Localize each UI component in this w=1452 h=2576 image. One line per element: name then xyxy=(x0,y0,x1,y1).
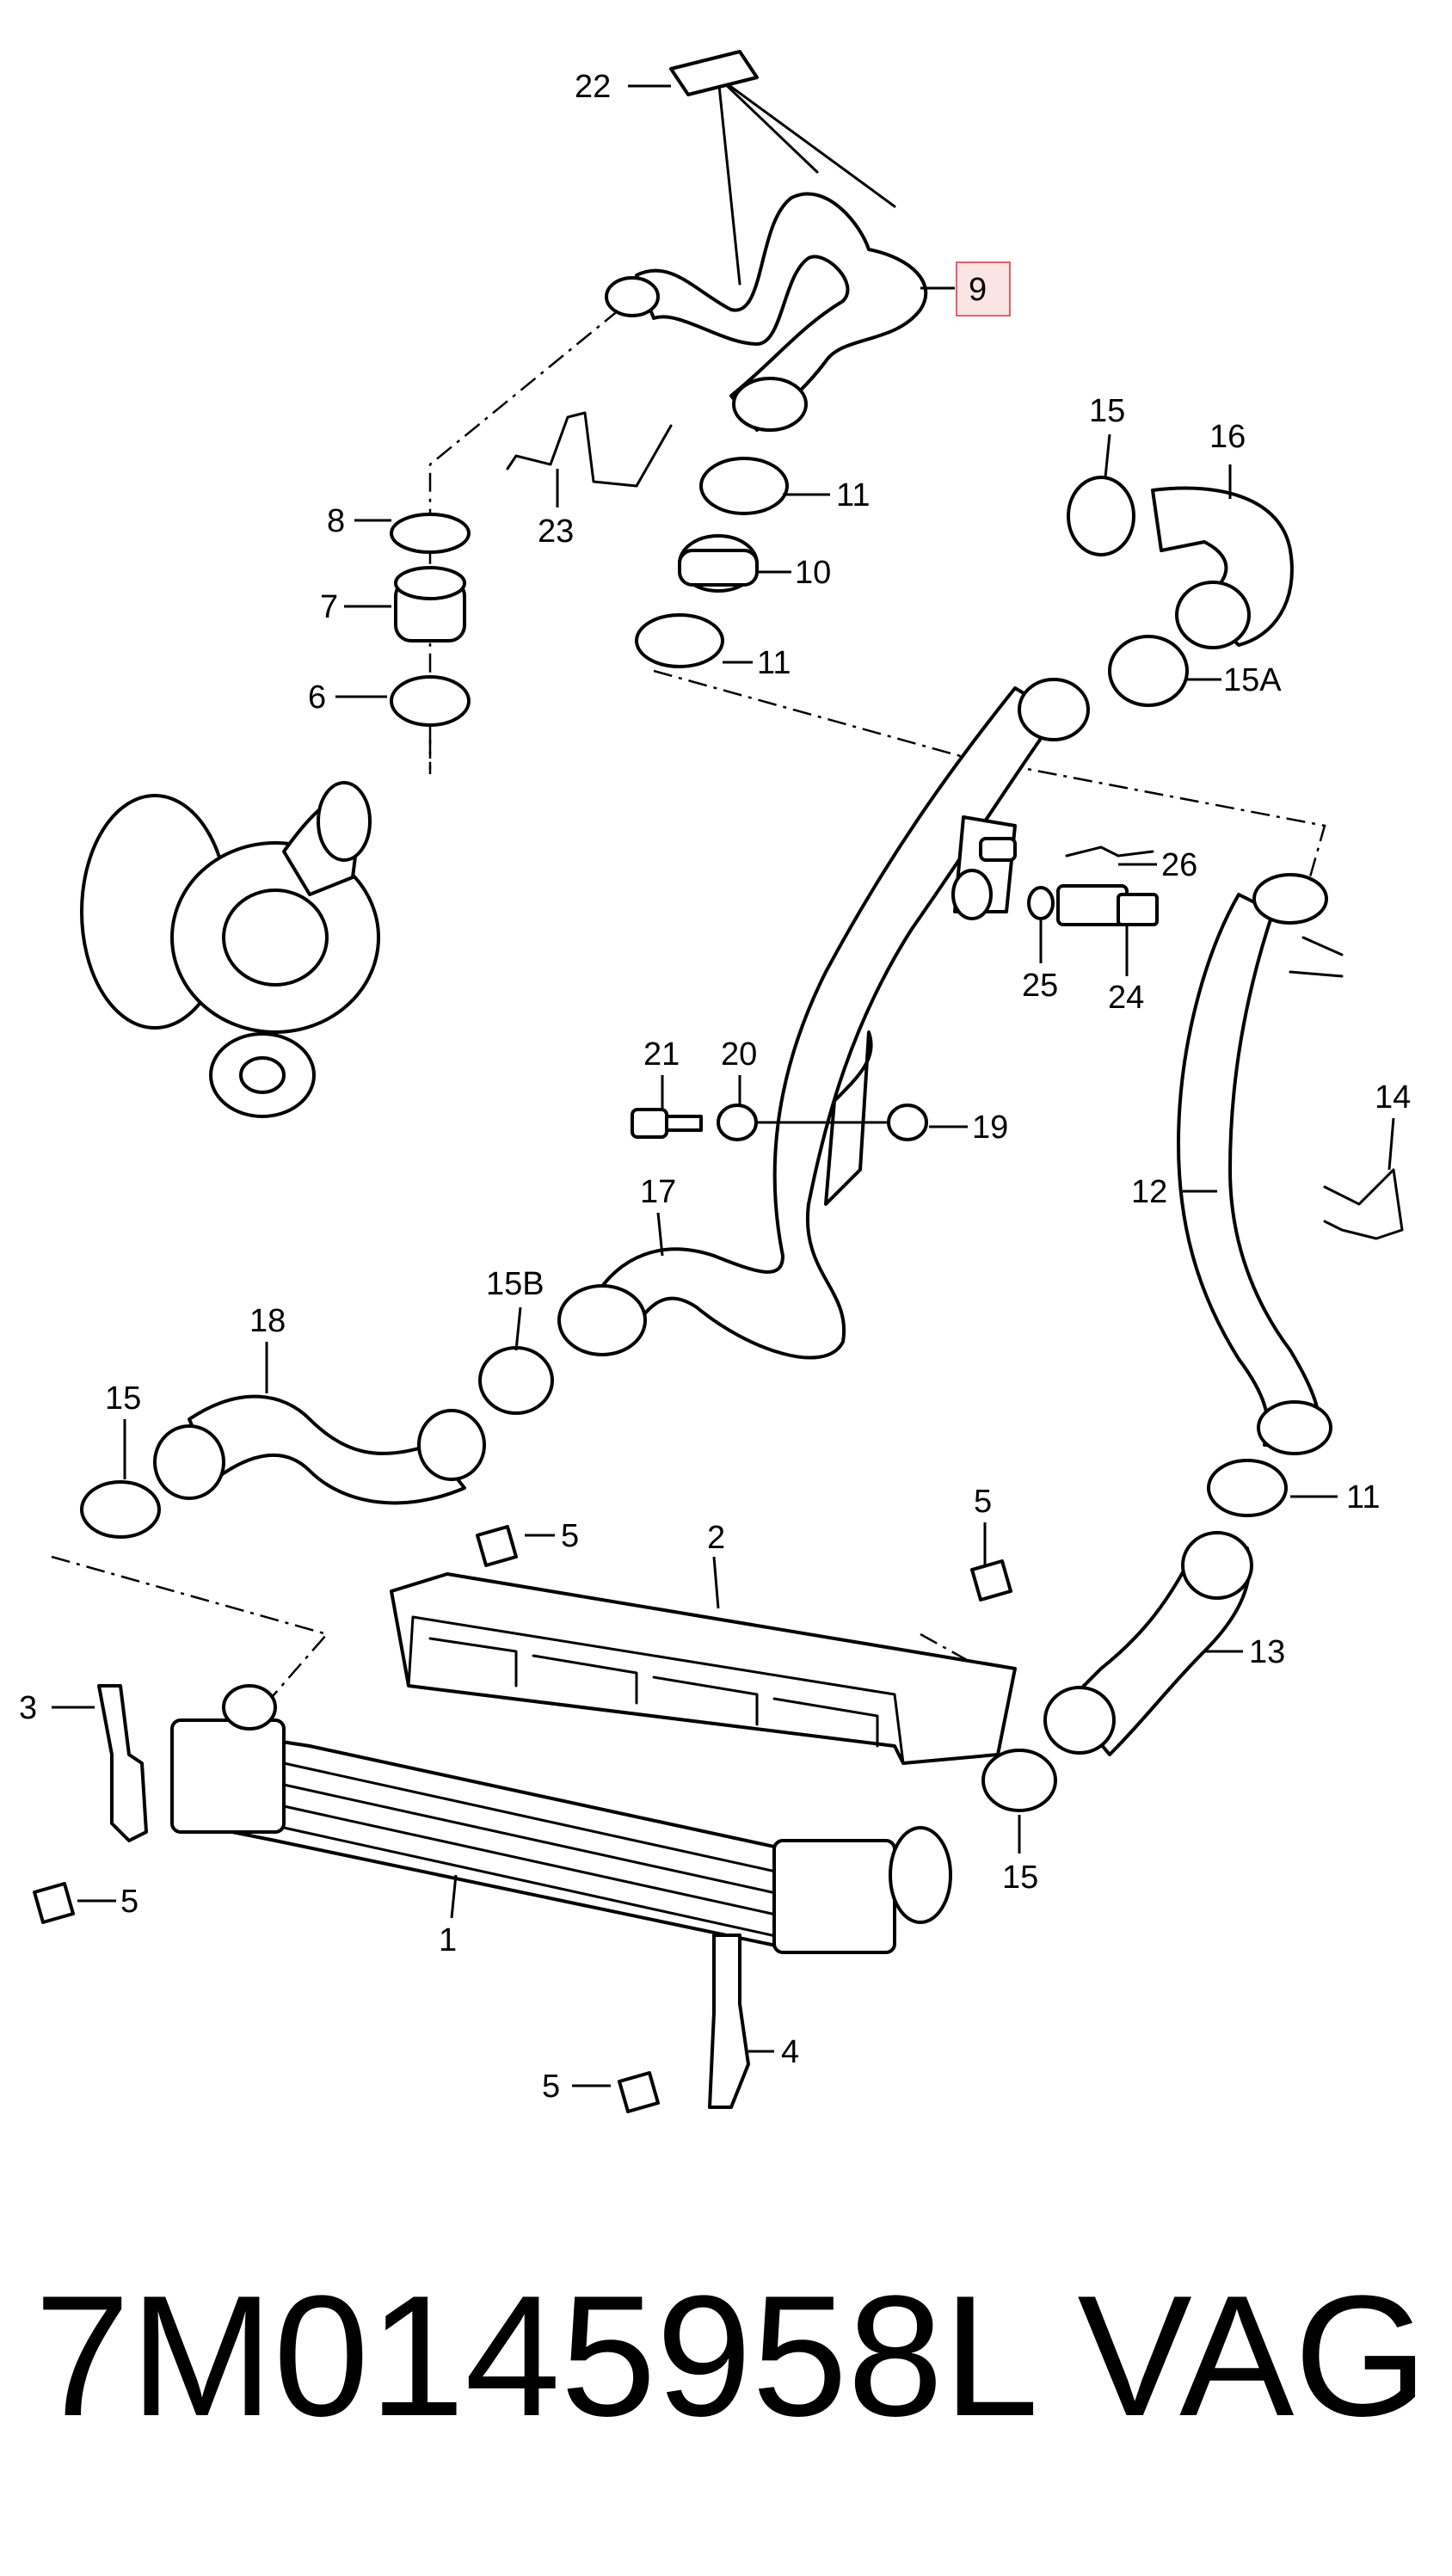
air-duct-part-2 xyxy=(390,1572,1017,1765)
leader-lines xyxy=(52,84,1395,2087)
callout-7: 7 xyxy=(320,589,338,625)
clamp-sleeve-stack-center xyxy=(635,457,789,668)
callout-6: 6 xyxy=(308,679,326,716)
callout-2: 2 xyxy=(707,1520,725,1556)
wire-clip-part-23 xyxy=(506,411,673,488)
hose-part-17-long-pipe xyxy=(557,678,1090,1360)
part-number-caption: 7M0145958L VAG xyxy=(34,2253,1428,2460)
callout-11-upper: 11 xyxy=(836,477,870,513)
callout-10: 10 xyxy=(795,555,831,591)
clamp-sleeve-stack-left xyxy=(390,513,471,727)
sensor-group xyxy=(951,837,1159,926)
callout-15-bottom: 15 xyxy=(1002,1860,1038,1896)
callout-15B: 15B xyxy=(486,1266,544,1302)
callout-22: 22 xyxy=(575,69,611,105)
fastener-group-19-21 xyxy=(631,1104,928,1141)
hose-part-18 xyxy=(80,1346,554,1539)
callout-15A: 15A xyxy=(1223,662,1282,698)
callout-5-top-left: 5 xyxy=(561,1518,579,1554)
callout-25: 25 xyxy=(1022,968,1058,1004)
callout-26: 26 xyxy=(1161,847,1197,883)
callout-23: 23 xyxy=(538,513,574,550)
callout-15-top: 15 xyxy=(1089,393,1125,429)
turbocharger-housing xyxy=(80,781,380,1118)
callout-13: 13 xyxy=(1249,1634,1285,1670)
callout-1: 1 xyxy=(439,1922,457,1958)
callout-21: 21 xyxy=(643,1036,680,1073)
callout-24: 24 xyxy=(1108,980,1144,1016)
intercooler-part-1 xyxy=(170,1684,952,1954)
callout-5-top-right: 5 xyxy=(974,1484,992,1520)
hose-part-16-with-clamps xyxy=(1067,476,1294,707)
callout-8: 8 xyxy=(327,503,345,539)
callout-5-bottom-left: 5 xyxy=(120,1884,138,1920)
callout-11-lower: 11 xyxy=(1346,1479,1380,1515)
callout-17: 17 xyxy=(640,1174,676,1210)
hose-part-9 xyxy=(605,50,928,432)
hose-part-12 xyxy=(1177,873,1344,1455)
callout-18: 18 xyxy=(249,1303,286,1339)
callout-labels: 22 9 11 10 11 8 7 6 23 15 16 15A 26 25 2… xyxy=(19,69,1411,2105)
bracket-parts-3-4 xyxy=(33,1525,1012,2113)
hose-part-13 xyxy=(981,1459,1288,1812)
brand-name: VAG xyxy=(1077,2260,1428,2452)
callout-14: 14 xyxy=(1375,1079,1411,1116)
callout-11-middle: 11 xyxy=(757,645,791,681)
callout-9: 9 xyxy=(969,272,987,308)
callout-3: 3 xyxy=(19,1690,37,1726)
bracket-part-14 xyxy=(1323,1168,1404,1240)
callout-19: 19 xyxy=(972,1110,1008,1146)
callout-15-left: 15 xyxy=(105,1380,141,1417)
callout-20: 20 xyxy=(721,1036,757,1073)
callout-16: 16 xyxy=(1209,419,1246,455)
callout-4: 4 xyxy=(781,2034,799,2070)
selected-part-highlight xyxy=(956,261,1011,317)
callout-12: 12 xyxy=(1131,1174,1167,1210)
part-number: 7M0145958L xyxy=(34,2260,1039,2452)
callout-5-bottom: 5 xyxy=(542,2069,560,2105)
